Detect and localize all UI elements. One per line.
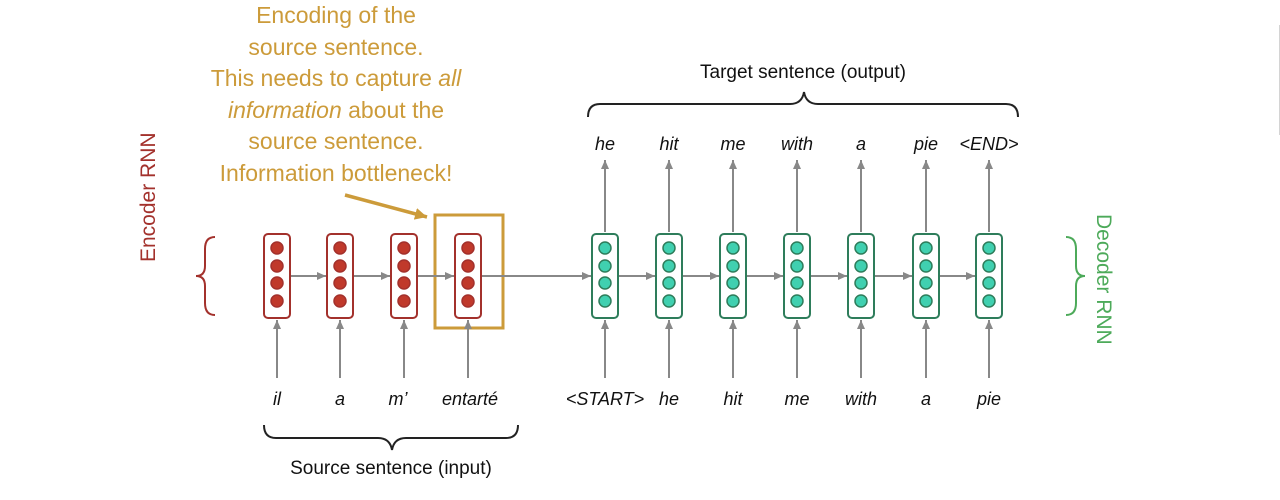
bottleneck-callout: Encoding of the source sentence. This ne…: [186, 0, 486, 189]
source-word: il: [273, 389, 282, 409]
decoder-cell: [912, 233, 940, 319]
callout-line: source sentence.: [248, 33, 424, 60]
hidden-unit: [982, 241, 996, 255]
decoder-input-word: hit: [723, 389, 743, 409]
hidden-unit: [333, 241, 347, 255]
hidden-unit: [854, 294, 868, 308]
hidden-unit: [982, 294, 996, 308]
decoder-rnn-label: Decoder RNN: [1092, 214, 1115, 345]
hidden-unit: [598, 294, 612, 308]
hidden-unit: [598, 241, 612, 255]
hidden-unit: [397, 276, 411, 290]
hidden-unit: [982, 259, 996, 273]
source-brace: [263, 424, 519, 451]
decoder-cell: [591, 233, 619, 319]
callout-line: source sentence.: [248, 128, 424, 154]
output-word: me: [720, 134, 745, 154]
hidden-unit: [397, 294, 411, 308]
decoder-cell: [847, 233, 875, 319]
hidden-unit: [854, 259, 868, 273]
hidden-unit: [726, 294, 740, 308]
decoder-input-word: a: [921, 389, 931, 409]
hidden-unit: [270, 276, 284, 290]
source-word: entarté: [442, 389, 498, 409]
decoder-input-word: with: [845, 389, 877, 409]
decoder-input-word: pie: [976, 389, 1001, 409]
hidden-unit: [919, 259, 933, 273]
hidden-unit: [662, 276, 676, 290]
hidden-unit: [598, 276, 612, 290]
hidden-unit: [270, 241, 284, 255]
output-word: a: [856, 134, 866, 154]
callout-line: Encoding of the: [256, 2, 416, 28]
callout-arrow: [344, 193, 428, 220]
hidden-unit: [662, 241, 676, 255]
hidden-unit: [854, 241, 868, 255]
decoder-cell: [783, 233, 811, 319]
hidden-unit: [461, 294, 475, 308]
hidden-unit: [397, 241, 411, 255]
hidden-unit: [270, 259, 284, 273]
output-word: hit: [659, 134, 679, 154]
target-brace: [587, 91, 1019, 118]
decoder-cell: [975, 233, 1003, 319]
encoder-brace: [195, 236, 216, 316]
target-brace-label: Target sentence (output): [700, 62, 906, 83]
hidden-unit: [333, 276, 347, 290]
hidden-unit: [598, 259, 612, 273]
encoder-cell: [326, 233, 354, 319]
output-word: he: [595, 134, 615, 154]
hidden-unit: [662, 259, 676, 273]
encoder-cell: [454, 233, 482, 319]
decoder-input-word: he: [659, 389, 679, 409]
encoder-rnn-label: Encoder RNN: [137, 132, 160, 262]
hidden-unit: [790, 259, 804, 273]
hidden-unit: [662, 294, 676, 308]
callout-line: information about the: [227, 96, 445, 123]
source-brace-label: Source sentence (input): [290, 458, 492, 479]
hidden-unit: [726, 259, 740, 273]
hidden-unit: [461, 241, 475, 255]
hidden-unit: [270, 294, 284, 308]
hidden-unit: [854, 276, 868, 290]
hidden-unit: [919, 241, 933, 255]
decoder-input-word: <START>: [566, 389, 644, 409]
hidden-unit: [333, 259, 347, 273]
output-word: with: [781, 134, 813, 154]
hidden-unit: [333, 294, 347, 308]
hidden-unit: [790, 241, 804, 255]
hidden-unit: [726, 241, 740, 255]
decoder-cell: [719, 233, 747, 319]
hidden-unit: [397, 259, 411, 273]
decoder-brace: [1065, 236, 1086, 316]
hidden-unit: [726, 276, 740, 290]
encoder-cell: [263, 233, 291, 319]
hidden-unit: [790, 294, 804, 308]
output-word: <END>: [959, 134, 1018, 154]
source-word: m’: [389, 389, 409, 409]
source-word: a: [335, 389, 345, 409]
callout-line: Information bottleneck!: [219, 159, 453, 186]
hidden-unit: [919, 294, 933, 308]
hidden-unit: [790, 276, 804, 290]
callout-line: This needs to capture all: [210, 65, 462, 91]
decoder-cell: [655, 233, 683, 319]
encoder-cell: [390, 233, 418, 319]
hidden-unit: [919, 276, 933, 290]
output-word: pie: [913, 134, 938, 154]
hidden-unit: [461, 259, 475, 273]
decoder-input-word: me: [784, 389, 809, 409]
hidden-unit: [461, 276, 475, 290]
hidden-unit: [982, 276, 996, 290]
